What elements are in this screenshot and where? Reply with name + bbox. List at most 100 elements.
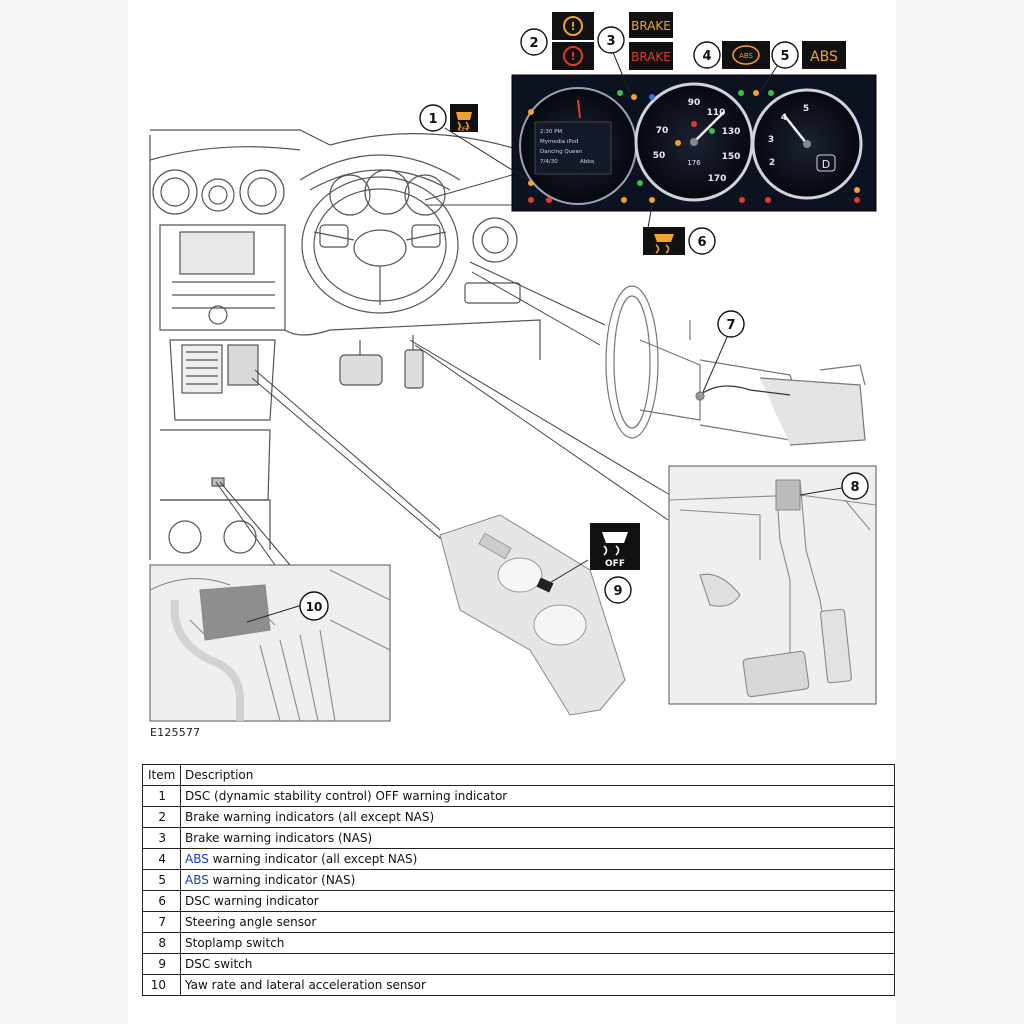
table-row: 1 DSC (dynamic stability control) OFF war…	[142, 785, 895, 807]
callout-9: 9	[604, 576, 632, 604]
display-line-counter: 7/4/30	[540, 159, 558, 165]
row-description: Yaw rate and lateral acceleration sensor	[180, 974, 895, 996]
yaw-rate-sensor-panel	[149, 564, 391, 722]
row-item-number: 10	[142, 974, 181, 996]
steering-column-drawing	[605, 285, 866, 446]
odometer-readout: 176	[687, 159, 701, 167]
brake-text-indicator-red: BRAKE	[629, 42, 673, 70]
row-description-text: DSC warning indicator	[185, 894, 319, 908]
row-description: DSC switch	[180, 953, 895, 975]
table-header-row: Item Description	[142, 764, 895, 786]
speed-tick-50: 50	[653, 151, 666, 161]
brake-warning-icon-red: !	[552, 42, 594, 70]
dsc-off-indicator-icon: OFF	[450, 104, 478, 133]
row-description-text: Brake warning indicators (NAS)	[185, 831, 373, 845]
row-description-text: warning indicator (all except NAS)	[208, 852, 418, 866]
svg-text:ABS: ABS	[810, 49, 838, 65]
display-line-artist: Abba	[580, 159, 594, 165]
svg-text:BRAKE: BRAKE	[631, 19, 671, 33]
row-description: Brake warning indicators (all except NAS…	[180, 806, 895, 828]
display-line-time: 2:30 PM	[540, 129, 562, 135]
row-description: ABS warning indicator (NAS)	[180, 869, 895, 891]
items-table: Item Description 1 DSC (dynamic stability…	[142, 764, 895, 996]
row-description: Stoplamp switch	[180, 932, 895, 954]
abs-circle-indicator-icon: ABS	[722, 41, 770, 69]
callout-10: 10	[299, 591, 329, 621]
row-item-number: 9	[142, 953, 181, 975]
row-description: DSC warning indicator	[180, 890, 895, 912]
svg-text:ABS: ABS	[739, 52, 753, 60]
row-item-number: 3	[142, 827, 181, 849]
row-item-number: 8	[142, 932, 181, 954]
callouts: 1 2 3 4 5 6 7 8 9 10	[299, 26, 869, 621]
dashboard-drawing	[149, 129, 541, 560]
dsc-off-label: OFF	[458, 126, 470, 133]
brake-text-indicator-amber: BRAKE	[629, 12, 673, 38]
row-description-text: DSC switch	[185, 957, 253, 971]
rpm-tick-5: 5	[803, 104, 809, 114]
header-item: Item	[142, 764, 181, 786]
rpm-tick-2: 2	[769, 158, 775, 168]
callout-8: 8	[841, 472, 869, 500]
speed-tick-150: 150	[722, 152, 741, 162]
svg-text:8: 8	[850, 480, 859, 495]
display-line-track: Dancing Queen	[540, 149, 583, 155]
table-row: 9 DSC switch	[142, 953, 895, 975]
row-description-text: warning indicator (NAS)	[208, 873, 356, 887]
abs-link[interactable]: ABS	[185, 852, 209, 866]
row-item-number: 6	[142, 890, 181, 912]
dsc-warning-indicator-icon	[643, 227, 685, 255]
svg-text:9: 9	[613, 584, 622, 599]
callout-6: 6	[688, 227, 716, 255]
gear-indicator: D	[822, 158, 830, 171]
brake-warning-icon-amber: !	[552, 12, 594, 40]
svg-text:10: 10	[306, 600, 323, 614]
svg-text:3: 3	[606, 34, 615, 49]
table-row: 8 Stoplamp switch	[142, 932, 895, 954]
row-description-text: Brake warning indicators (all except NAS…	[185, 810, 435, 824]
svg-text:4: 4	[702, 49, 711, 64]
row-item-number: 5	[142, 869, 181, 891]
instrument-cluster: 2:30 PM Mymedia iPod Dancing Queen 7/4/3…	[511, 74, 877, 212]
callout-4: 4	[693, 41, 721, 69]
callout-5: 5	[771, 41, 799, 69]
speed-tick-130: 130	[722, 127, 741, 137]
table-row: 6 DSC warning indicator	[142, 890, 895, 912]
rpm-tick-3: 3	[768, 135, 774, 145]
svg-text:BRAKE: BRAKE	[631, 50, 671, 64]
svg-text:5: 5	[780, 49, 789, 64]
figure-code: E125577	[150, 726, 201, 739]
row-description: DSC (dynamic stability control) OFF warn…	[180, 785, 895, 807]
system-diagram: 2:30 PM Mymedia iPod Dancing Queen 7/4/3…	[149, 12, 877, 722]
callout-1: 1	[419, 104, 447, 132]
header-description: Description	[180, 764, 895, 786]
svg-text:6: 6	[697, 235, 706, 250]
row-description-text: Stoplamp switch	[185, 936, 285, 950]
abs-link[interactable]: ABS	[185, 873, 209, 887]
callout-3: 3	[597, 26, 625, 54]
row-item-number: 1	[142, 785, 181, 807]
svg-text:!: !	[570, 50, 575, 63]
table-row: 10 Yaw rate and lateral acceleration sens…	[142, 974, 895, 996]
svg-text:7: 7	[726, 318, 735, 333]
stoplamp-switch-panel	[668, 465, 877, 705]
dsc-switch-off-icon: OFF	[590, 523, 640, 570]
svg-text:2: 2	[529, 36, 538, 51]
row-item-number: 4	[142, 848, 181, 870]
speed-tick-170: 170	[708, 174, 727, 184]
callout-7: 7	[717, 310, 745, 338]
svg-text:1: 1	[428, 112, 437, 127]
svg-text:!: !	[570, 20, 575, 33]
row-description-text: Steering angle sensor	[185, 915, 317, 929]
row-description: ABS warning indicator (all except NAS)	[180, 848, 895, 870]
row-description-text: Yaw rate and lateral acceleration sensor	[185, 978, 426, 992]
speed-tick-110: 110	[707, 108, 726, 118]
rpm-tick-4: 4	[781, 113, 787, 123]
abs-text-indicator-icon: ABS	[802, 41, 846, 69]
row-description-text: DSC (dynamic stability control) OFF warn…	[185, 789, 508, 803]
row-description: Steering angle sensor	[180, 911, 895, 933]
